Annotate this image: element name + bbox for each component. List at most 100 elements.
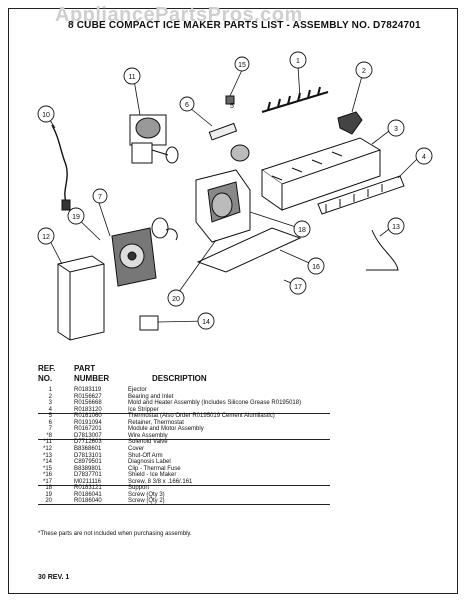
row-ref-no: 6 [48,419,52,426]
mold-heater-drawing [260,137,382,211]
row-divider [38,438,330,440]
row-part-number: B8389801 [74,465,102,472]
row-ref-no: 1 [48,387,52,393]
row-description: Module and Motor Assembly [128,426,204,433]
row-divider [38,504,330,506]
row-part-number: R0156668 [74,400,102,407]
row-description: Screw (Qty 2) [128,498,165,505]
row-description: Wire Assembly [128,432,168,439]
callout-1: 1 [296,58,300,65]
part-number-header: PART NUMBER [74,364,110,383]
row-ref-no: 5 [48,413,52,420]
row-description: Clip - Thermal Fuse [128,465,181,472]
row-ref-no: *11 [43,439,52,446]
callout-4: 4 [422,154,426,161]
callout-2: 2 [362,68,366,75]
row-description: Shut-Off Arm [128,452,163,459]
support-drawing [195,169,251,243]
thermostat-drawing [230,144,250,162]
row-description: Solenoid Valve [128,439,168,446]
table-row: 19 R0186041 Screw (Qty 3) [38,492,368,499]
row-part-number: M0211116 [74,478,102,485]
callout-16: 16 [312,264,320,271]
row-description: Cover [128,445,145,452]
module-motor-drawing [111,217,178,287]
row-description: Mold and Heater Assembly (Includes Silic… [128,400,302,407]
footnote: *These parts are not included when purch… [38,531,192,537]
row-ref-no: 19 [45,491,52,498]
row-part-number: R0186041 [74,491,102,498]
callout-3: 3 [394,126,398,133]
row-ref-no: *16 [42,472,52,479]
table-row: 4 R0183120 Ice Stripper [38,407,368,414]
diagnosis-label-drawing [139,315,159,331]
row-ref-no: *17 [42,478,52,485]
row-description: Thermostat (Also Order R0195019 Cement A… [128,413,275,420]
row-description: Ejector [128,387,147,393]
row-part-number: D7813101 [74,452,102,459]
row-part-number: R0191094 [74,419,102,426]
callout-13: 13 [392,224,400,231]
wire-assembly-drawing [51,124,68,203]
thermostat-retainer-drawing [208,122,238,141]
row-description: Bearing and Inlet [128,393,174,400]
row-part-number: D7813007 [74,432,102,439]
row-ref-no: 3 [48,400,52,407]
callout-19: 19 [72,214,80,221]
table-row: *15 B8389801 Clip - Thermal Fuse [38,466,368,473]
callout-7: 7 [98,194,102,201]
table-row: 1 R0183119 Ejector [38,387,368,394]
exploded-diagram: 10 11 6 15 1 2 3 4 7 19 12 13 18 16 17 1… [37,51,433,341]
row-part-number: R0183121 [74,485,102,492]
callout-18: 18 [298,227,306,234]
row-ref-no: 20 [45,498,52,505]
row-part-number: R0183120 [74,406,102,413]
row-description: Diagnosis Label [128,459,171,466]
page-number: 30 REV. 1 [38,574,70,581]
shield-drawing [196,227,302,273]
row-ref-no: 4 [48,406,52,413]
callout-15: 15 [238,62,246,69]
row-ref-no: *14 [42,459,52,466]
callout-20: 20 [172,296,180,303]
page-border [8,8,458,594]
row-ref-no: 7 [48,426,52,433]
callout-11: 11 [128,74,135,81]
cover-drawing [57,255,105,341]
callout-6: 6 [185,102,189,109]
table-row: *14 C8979501 Diagnosis Label [38,459,368,466]
bearing-inlet-drawing [337,111,363,135]
row-ref-no: *13 [42,452,52,459]
row-divider [38,412,330,414]
row-divider [38,484,330,486]
row-description: Support [128,485,150,492]
table-row: *13 D7813101 Shut-Off Arm [38,453,368,460]
row-description: Shield - Ice Maker [128,472,177,479]
ice-stripper-drawing [317,175,405,215]
callout-5: 5 [230,103,234,110]
description-header: DESCRIPTION [152,374,207,383]
callout-12: 12 [42,234,50,241]
callout-10: 10 [42,112,50,119]
row-part-number: R0186040 [74,498,102,505]
row-part-number: R0183119 [74,387,102,393]
row-part-number: C8979501 [74,459,102,466]
ejector-drawing [261,86,329,113]
watermark: AppliancePartsPros.com [55,4,303,26]
table-row: 20 R0186040 Screw (Qty 2) [38,498,368,505]
row-ref-no: 2 [48,393,52,400]
row-description: Ice Stripper [128,406,159,413]
ref-no-header: REF. NO. [38,364,56,383]
row-description: Screw (Qty 3) [128,491,165,498]
row-ref-no: *15 [42,465,52,472]
page-title: 8 CUBE COMPACT ICE MAKER PARTS LIST - AS… [68,20,421,31]
